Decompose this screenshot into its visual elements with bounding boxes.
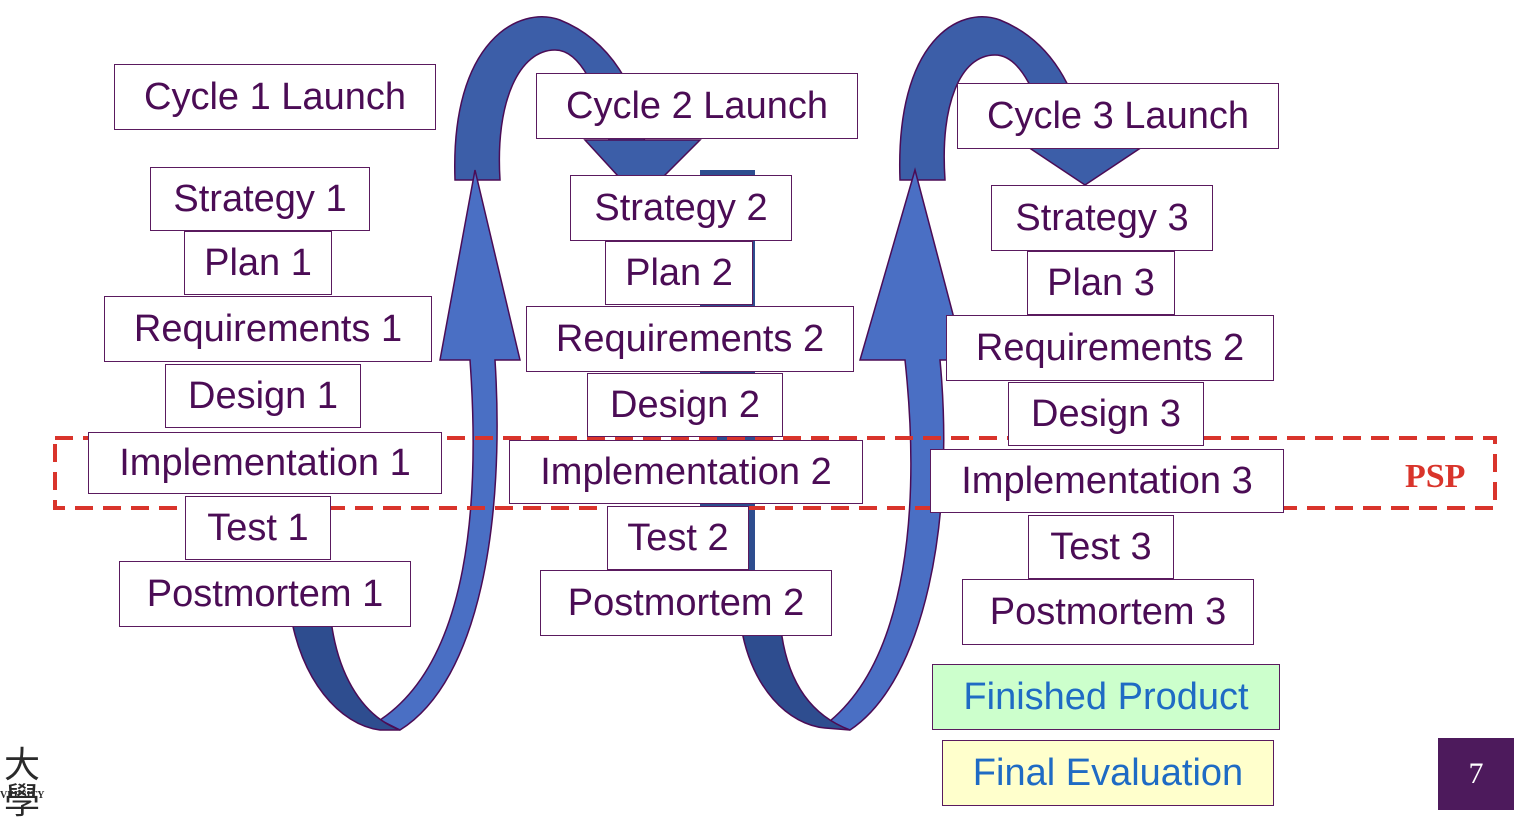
cycle3-test-box: Test 3 (1028, 515, 1174, 579)
loop1-down-arrowhead (583, 139, 702, 202)
cycle2-postmortem-label: Postmortem 2 (567, 582, 805, 624)
cycle2-test-label: Test 2 (627, 517, 729, 559)
cycle3-test-label: Test 3 (1050, 526, 1152, 568)
cycle1-plan-label: Plan 1 (204, 242, 312, 284)
logo-wordmark: VERSITY (0, 790, 45, 801)
loop1-up-arrow (378, 169, 521, 731)
cycle2-requirements-box: Requirements 2 (526, 306, 854, 372)
cycle2-strategy-box: Strategy 2 (570, 175, 792, 241)
cycle3-design-box: Design 3 (1008, 382, 1204, 446)
cycle3-postmortem-label: Postmortem 3 (989, 591, 1227, 633)
cycle2-launch-box: Cycle 2 Launch (536, 73, 858, 139)
cycle3-implementation-box: Implementation 3 (930, 449, 1284, 513)
cycle1-design-label: Design 1 (188, 375, 338, 417)
cycle3-implementation-label: Implementation 3 (961, 460, 1253, 502)
cycle3-plan-box: Plan 3 (1027, 251, 1175, 315)
finished-product-label: Finished Product (963, 676, 1249, 718)
cycle1-postmortem-label: Postmortem 1 (146, 573, 384, 615)
loop2-bottom-arc (739, 619, 851, 731)
cycle1-requirements-label: Requirements 1 (133, 308, 403, 350)
cycle2-plan-label: Plan 2 (625, 252, 733, 294)
loop2-down-arrowhead (1022, 144, 1148, 186)
cycle1-requirements-box: Requirements 1 (104, 296, 432, 362)
university-logo: 大學 VERSITY (0, 748, 70, 820)
cycle2-requirements-label: Requirements 2 (555, 318, 825, 360)
cycle3-plan-label: Plan 3 (1047, 262, 1155, 304)
cycle3-launch-label: Cycle 3 Launch (987, 95, 1249, 137)
cycle2-plan-box: Plan 2 (605, 241, 753, 305)
cycle1-plan-box: Plan 1 (184, 231, 332, 295)
psp-band (53, 436, 1497, 510)
cycle1-launch-label: Cycle 1 Launch (144, 76, 406, 118)
psp-label: PSP (1405, 458, 1466, 495)
page-number: 7 (1438, 738, 1514, 810)
cycle1-postmortem-box: Postmortem 1 (119, 561, 411, 627)
cycle1-implementation-label: Implementation 1 (119, 442, 411, 484)
loop2-up-arrow (823, 167, 966, 731)
cycle1-strategy-label: Strategy 1 (173, 178, 347, 220)
final-evaluation-label: Final Evaluation (972, 752, 1244, 794)
cycle3-strategy-box: Strategy 3 (991, 185, 1213, 251)
cycle1-implementation-box: Implementation 1 (88, 432, 442, 494)
cycle2-implementation-box: Implementation 2 (509, 440, 863, 504)
loop1-bottom-arc (289, 609, 401, 731)
cycle3-design-label: Design 3 (1031, 393, 1181, 435)
logo-glyph: 大學 (4, 745, 41, 822)
cycle1-test-label: Test 1 (207, 507, 309, 549)
cycle3-requirements-label: Requirements 2 (975, 327, 1245, 369)
cycle2-design-label: Design 2 (610, 384, 760, 426)
cycle3-postmortem-box: Postmortem 3 (962, 579, 1254, 645)
cycle2-postmortem-box: Postmortem 2 (540, 570, 832, 636)
finished-product-box: Finished Product (932, 664, 1280, 730)
cycle2-design-box: Design 2 (587, 373, 783, 437)
cycle3-launch-box: Cycle 3 Launch (957, 83, 1279, 149)
cycle1-design-box: Design 1 (165, 364, 361, 428)
final-evaluation-box: Final Evaluation (942, 740, 1274, 806)
cycle1-launch-box: Cycle 1 Launch (114, 64, 436, 130)
cycle1-test-box: Test 1 (185, 496, 331, 560)
cycle2-strategy-label: Strategy 2 (594, 187, 768, 229)
cycle3-strategy-label: Strategy 3 (1015, 197, 1189, 239)
cycle2-implementation-label: Implementation 2 (540, 451, 832, 493)
cycle3-requirements-box: Requirements 2 (946, 315, 1274, 381)
cycle2-test-box: Test 2 (607, 506, 749, 570)
cycle2-launch-label: Cycle 2 Launch (566, 85, 828, 127)
cycle1-strategy-box: Strategy 1 (150, 167, 370, 231)
